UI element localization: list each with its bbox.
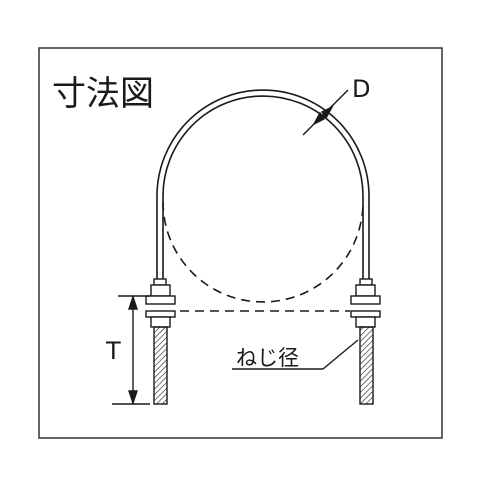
left-plate-top [145, 295, 176, 305]
thread-callout-leader [322, 339, 359, 370]
right-plate-bottom [350, 310, 381, 318]
u-bolt [156, 89, 370, 279]
left-nut-bottom [150, 316, 171, 328]
right-leg [350, 278, 381, 405]
dimension-d-arrow-inner [312, 111, 326, 126]
dimension-t-label: T [105, 337, 121, 365]
dimension-t-arrow-top [128, 294, 138, 310]
pipe-hidden-circle [162, 201, 364, 303]
left-washer-top [153, 278, 167, 286]
right-washer-top [359, 278, 373, 286]
u-bolt-inner [162, 95, 364, 279]
dimension-t [112, 294, 150, 406]
u-bolt-outer [156, 89, 370, 279]
dimension-t-arrow-bottom [128, 390, 138, 406]
right-plate-top [350, 295, 381, 305]
left-thread [153, 326, 168, 405]
left-plate-bottom [145, 310, 176, 318]
left-nut-top [150, 284, 171, 297]
left-leg [145, 278, 176, 405]
dimension-d-arrow-outer [320, 105, 334, 120]
diagram-title: 寸法図 [52, 74, 154, 114]
thread-callout [232, 339, 359, 370]
dimension-d-label: D [352, 75, 370, 103]
right-nut-bottom [355, 316, 376, 328]
thread-diameter-label: ねじ径 [236, 346, 299, 370]
right-thread [359, 326, 374, 405]
right-nut-top [355, 284, 376, 297]
diagram-frame [38, 47, 443, 439]
dimension-d [302, 89, 349, 136]
